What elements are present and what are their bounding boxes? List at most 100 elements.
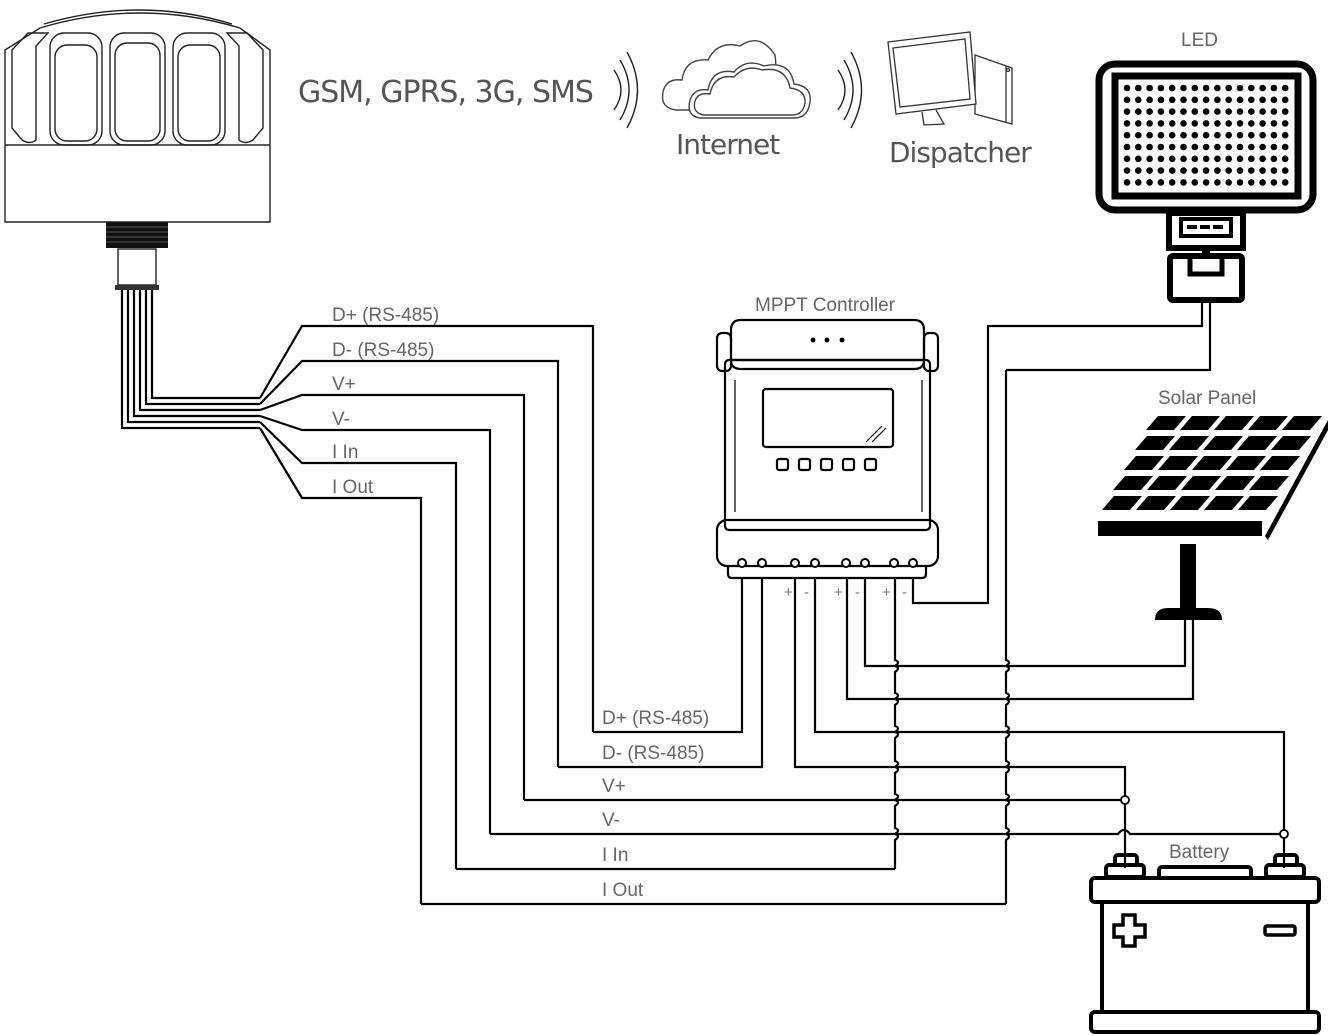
tracker-wire-label: D+ (RS-485) [332,305,439,326]
terminal-screw [810,558,820,568]
led-dot [1259,155,1266,163]
led-dot [1259,179,1266,186]
led-dot [1146,167,1153,174]
led-dot [1248,155,1255,163]
led-dot [1214,84,1221,92]
led-dot [1259,167,1266,174]
led-dot [1270,108,1278,115]
led-dot [1259,143,1266,151]
led-dot [1168,143,1176,151]
solar-cell [1204,496,1244,510]
tracker-cable-bundle [120,290,260,430]
led-dot [1135,155,1142,163]
led-dot [1135,96,1142,104]
led-dot [1180,84,1187,92]
led-dot [1225,143,1232,151]
led-dot [1180,143,1187,151]
led-dot [1157,84,1165,92]
solar-minus-wire [863,578,1187,668]
led-dot [1236,120,1244,127]
led-dot [1270,84,1278,92]
tracker-wire-label: I In [332,442,358,463]
led-dot [1157,143,1165,151]
led-dot [1281,96,1289,104]
led-dot [1135,131,1142,139]
led-dot [1236,96,1244,104]
terminal-polarity: - [804,584,809,601]
solar-panel-icon [1098,416,1328,620]
led-dot [1135,167,1142,174]
led-dot [1270,131,1278,139]
terminal-polarity: - [902,584,907,601]
led-dot [1225,179,1232,186]
load-minus-wire [911,300,1204,605]
load-plus-wire [892,578,900,869]
led-dot [1146,179,1153,186]
led-dot [1248,120,1255,127]
terminal-polarity: + [882,584,891,601]
led-dot [1168,108,1176,115]
led-dot [1123,155,1131,163]
solar-cell [1146,416,1186,430]
terminal-polarity: - [855,584,860,601]
tracker-wire [259,324,595,732]
led-dot [1225,96,1232,104]
led-dot [1248,167,1255,174]
led-dot [1248,143,1255,151]
led-dot [1180,155,1187,163]
signal-waves-icon-2 [837,51,863,129]
controller-terminals [737,558,918,568]
solar-cell [1135,436,1175,450]
led-dot [1123,143,1131,151]
led-dot [1168,167,1176,174]
led-dot [1146,84,1153,92]
solar-cell [1237,436,1277,450]
led-dot [1146,155,1153,163]
tracker-wire [259,421,458,869]
led-dot [1180,120,1187,127]
led-dot [1202,120,1210,127]
battery-minus-wire [813,578,1286,868]
junction [1279,829,1289,839]
led-dot [1281,131,1289,139]
led-dot [1214,143,1221,151]
led-dot [1157,131,1165,139]
led-dot [1191,108,1199,115]
status-dots-icon [810,337,845,343]
led-dot [1123,179,1131,186]
led-dot [1225,84,1232,92]
signal-waves-icon [613,51,639,129]
led-dot [1168,120,1176,127]
led-dot [1123,108,1131,115]
led-dot [1180,179,1187,186]
led-dot [1214,120,1221,127]
controller-wire-label: I Out [602,880,644,901]
solar-cell [1102,496,1142,510]
led-dot [1214,155,1221,163]
led-dot [1191,84,1199,92]
dispatcher-label: Dispatcher [889,136,1032,169]
solar-cell [1169,436,1209,450]
led-dot [1123,84,1131,92]
solar-cell [1192,456,1232,470]
led-dot [1281,120,1289,127]
controller-wire-label: V- [602,810,620,831]
protocols-label: GSM, GPRS, 3G, SMS [298,75,593,110]
led-dot [1191,120,1199,127]
tracker-wire-label: I Out [332,477,374,498]
led-dot [1168,179,1176,186]
battery-label: Battery [1169,842,1230,863]
solar-cell [1113,476,1153,490]
tracker-wire [259,393,526,800]
led-dot [1135,120,1142,127]
rs485-dplus-wire [593,578,744,734]
led-dot [1202,167,1210,174]
led-light-icon [1095,60,1317,303]
cloud-icon [661,40,811,119]
controller-wire-label: D+ (RS-485) [602,708,709,729]
solar-cell [1124,456,1164,470]
led-dot [1248,84,1255,92]
solar-cell [1271,436,1311,450]
terminal-screw [841,558,851,568]
led-dot [1202,84,1210,92]
